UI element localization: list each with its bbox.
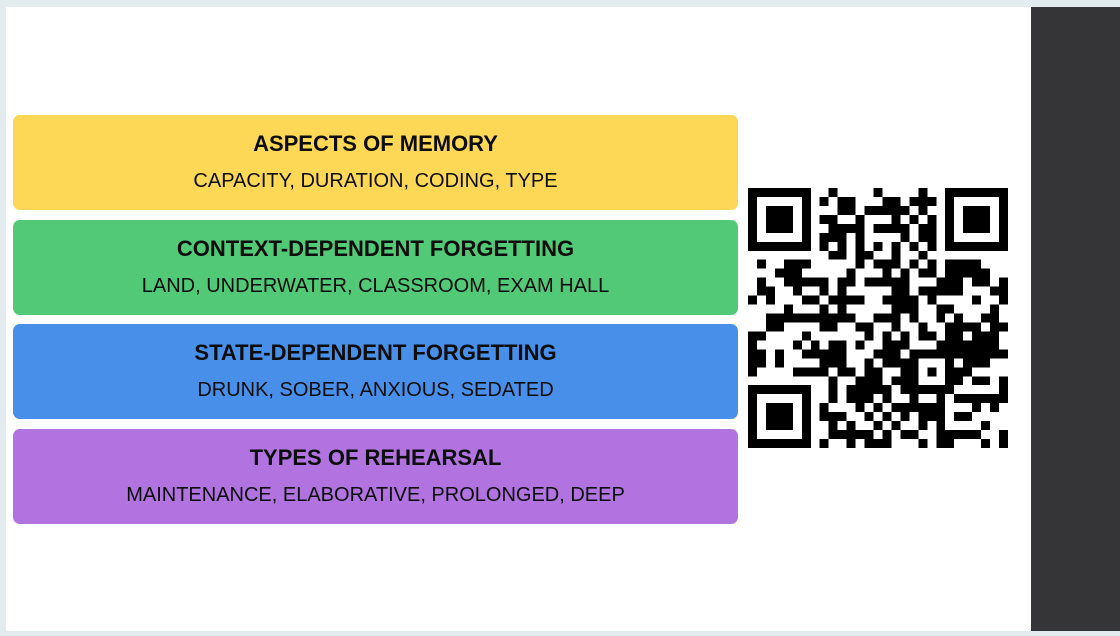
group-title: CONTEXT-DEPENDENT FORGETTING	[176, 235, 575, 261]
group-words: MAINTENANCE, ELABORATIVE, PROLONGED, DEE…	[126, 483, 625, 506]
group-title: STATE-DEPENDENT FORGETTING	[194, 340, 557, 365]
group-types-of-rehearsal: TYPES OF REHEARSAL MAINTENANCE, ELABORAT…	[13, 428, 738, 524]
group-words: LAND, UNDERWATER, CLASSROOM, EXAM HALL	[141, 274, 610, 297]
group-context-dependent-forgetting: CONTEXT-DEPENDENT FORGETTING LAND, UNDER…	[13, 219, 738, 315]
connections-groups: ASPECTS OF MEMORY CAPACITY, DURATION, CO…	[13, 115, 738, 533]
qr-code-icon[interactable]	[748, 188, 1008, 448]
group-aspects-of-memory: ASPECTS OF MEMORY CAPACITY, DURATION, CO…	[13, 115, 738, 210]
group-title: TYPES OF REHEARSAL	[249, 444, 502, 470]
group-state-dependent-forgetting: STATE-DEPENDENT FORGETTING DRUNK, SOBER,…	[13, 324, 738, 419]
group-title: ASPECTS OF MEMORY	[253, 131, 498, 156]
group-words: DRUNK, SOBER, ANXIOUS, SEDATED	[197, 379, 554, 401]
group-words: CAPACITY, DURATION, CODING, TYPE	[193, 170, 558, 192]
right-sidebar	[1031, 7, 1120, 631]
